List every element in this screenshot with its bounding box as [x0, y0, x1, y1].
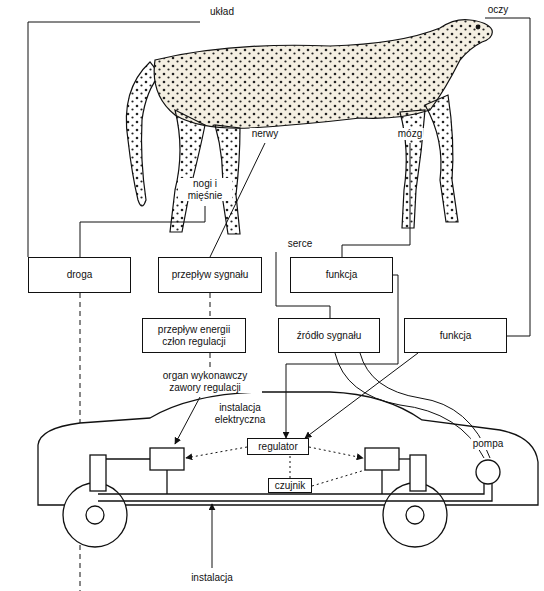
controller-box: regulator: [247, 438, 309, 455]
connector: [286, 275, 398, 438]
box-text: funkcja: [326, 269, 358, 281]
input-box: funkcja: [404, 318, 507, 353]
input-box: funkcja: [290, 257, 393, 293]
part-label: organ wykonawczy zawory regulacji: [148, 370, 262, 393]
box-text: droga: [67, 269, 93, 281]
box-text: przepływ sygnału: [172, 269, 249, 281]
input-box: przepływ sygnału: [158, 257, 262, 293]
part-label: nogi i mięśnie: [178, 178, 232, 201]
part-label: serce: [286, 238, 314, 250]
part-label: nerwy: [250, 128, 281, 140]
part-label: instalacja: [189, 572, 235, 584]
connector: [290, 455, 291, 478]
part-label: układ: [208, 6, 236, 18]
box-text: czujnik: [275, 480, 306, 492]
part-label: oczy: [486, 4, 511, 16]
box-text: przepływ energii człon regulacji: [147, 324, 241, 347]
part-label: pompa: [471, 438, 506, 450]
sensor-box: czujnik: [268, 478, 312, 493]
leader-lines: [28, 18, 530, 336]
connector: [305, 353, 418, 438]
box-text: funkcja: [440, 330, 472, 342]
part-label: instalacja elektryczna: [205, 402, 275, 425]
cheetah: [126, 20, 492, 234]
input-box: źródło sygnału: [278, 318, 380, 353]
input-box: przepływ energii człon regulacji: [142, 318, 246, 353]
box-text: źródło sygnału: [297, 330, 361, 342]
input-box: droga: [28, 257, 131, 293]
car: [38, 392, 538, 547]
box-text: regulator: [258, 441, 297, 453]
part-label: mózg: [396, 128, 424, 140]
